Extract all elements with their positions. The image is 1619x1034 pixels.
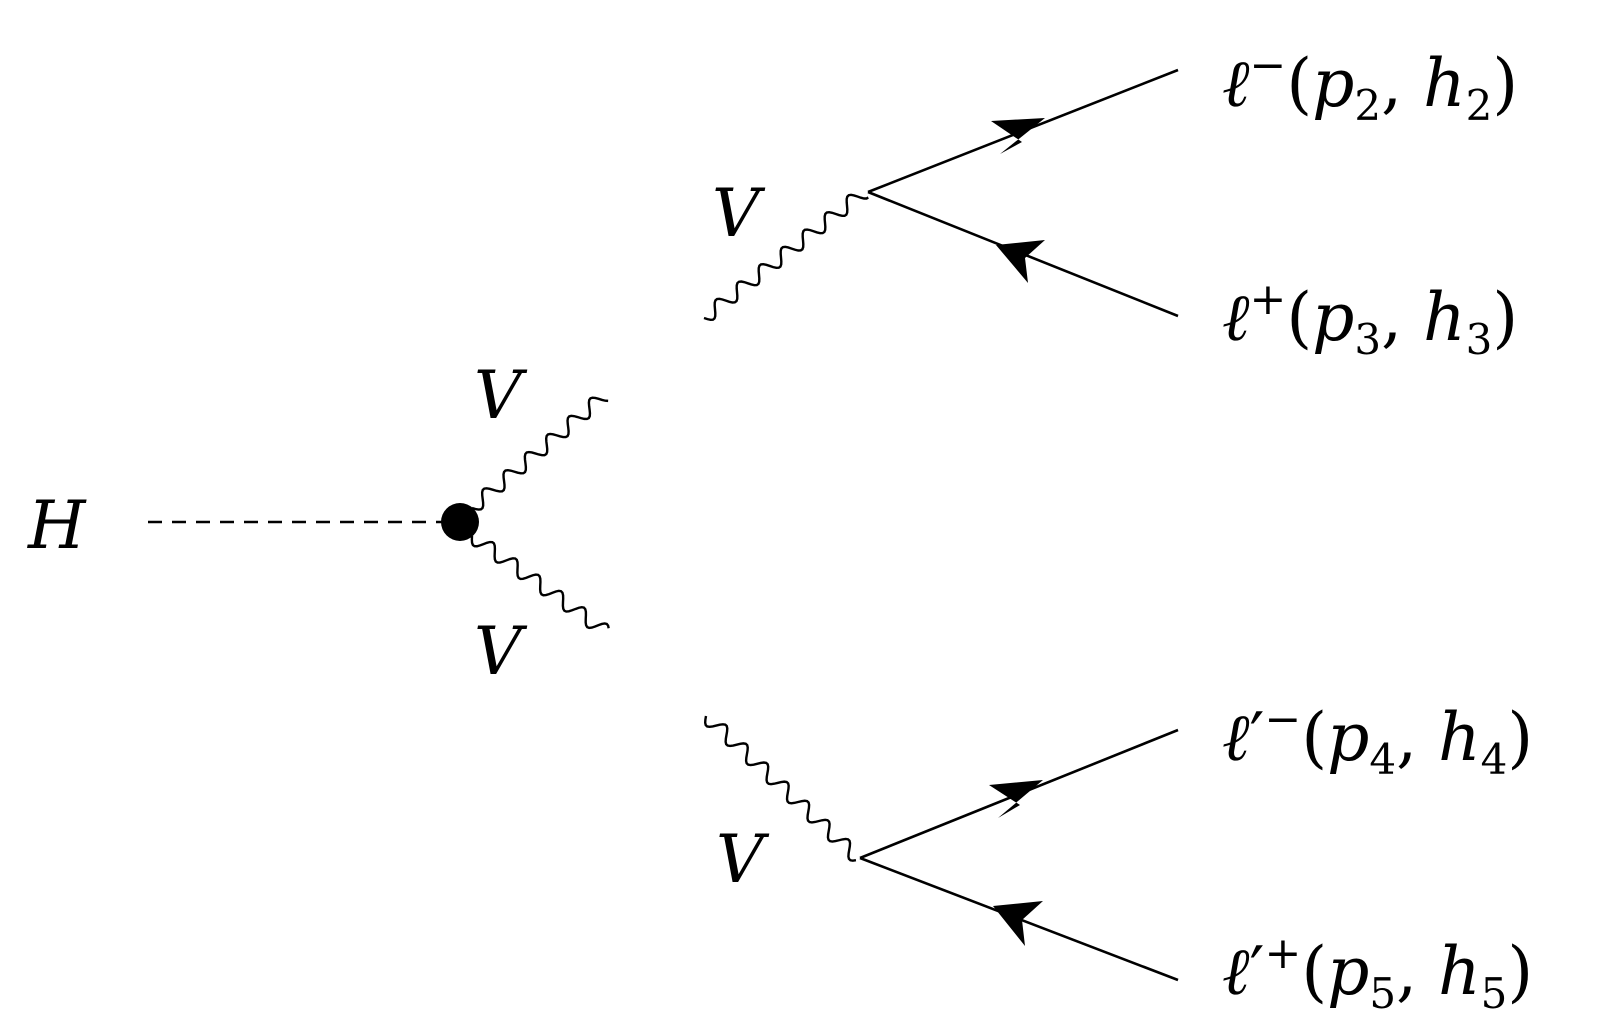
boson-lower-outer — [703, 715, 857, 862]
boson-label-upper-outer: V — [712, 175, 766, 252]
boson-lower-inner — [470, 535, 610, 630]
boson-upper-inner — [471, 396, 609, 511]
boson-label-lower-inner: V — [474, 613, 528, 690]
boson-upper-outer — [703, 193, 869, 322]
higgs-label: H — [27, 487, 87, 564]
lepton-label-l3: ℓ+(p3, h3) — [1222, 274, 1518, 364]
higgs-vertex — [441, 503, 479, 541]
lepton-label-l5: ℓ′+(p5, h5) — [1222, 928, 1533, 1018]
boson-label-lower-outer: V — [716, 821, 770, 898]
lepton-label-l4: ℓ′−(p4, h4) — [1222, 694, 1533, 784]
arrow-l3 — [996, 240, 1045, 283]
arrow-l5 — [993, 901, 1043, 946]
boson-label-upper-inner: V — [474, 357, 528, 434]
arrow-l4 — [989, 780, 1043, 818]
lepton-label-l2: ℓ−(p2, h2) — [1222, 40, 1518, 130]
arrow-l2 — [991, 118, 1045, 154]
